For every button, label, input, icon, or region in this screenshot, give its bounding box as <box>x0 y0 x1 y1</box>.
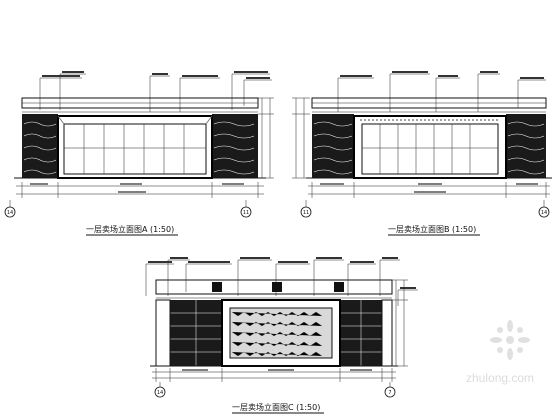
callout-text-c <box>148 257 416 289</box>
dimension-line-b <box>305 182 550 208</box>
axis-label: 14 <box>541 210 547 216</box>
view-title-a: 一层卖场立面图A (1:50) <box>86 224 174 234</box>
callout-leaders-c <box>145 259 418 306</box>
dimension-line-a <box>9 182 264 208</box>
axis-marker-left-b: 11 <box>300 206 312 218</box>
dimension-line-c <box>152 368 396 388</box>
axis-marker-right-a: 11 <box>240 206 252 218</box>
axis-label: 11 <box>243 210 249 216</box>
wall-panel-left-a <box>22 114 58 178</box>
elevation-a: 14 11 一层卖场立面图A (1:50) <box>4 71 274 236</box>
ceiling-band-c <box>155 279 393 295</box>
axis-label: 14 <box>7 210 13 216</box>
axis-label: 11 <box>303 210 309 216</box>
display-frame-a <box>57 115 213 179</box>
view-title-b: 一层卖场立面图B (1:50) <box>388 224 476 234</box>
axis-label: 14 <box>157 390 163 396</box>
wall-panel-left-b <box>312 114 354 178</box>
callout-leaders-b <box>337 73 546 112</box>
watermark-logo-icon <box>490 320 530 360</box>
elevation-c: 14 7 一层卖场立面图C (1:50) <box>145 257 418 414</box>
watermark-text: zhulong.com <box>466 371 534 385</box>
wall-panel-right-b <box>506 114 546 178</box>
elevation-b: 11 14 一层卖场立面图B (1:50) <box>292 71 552 236</box>
axis-label: 7 <box>388 390 391 396</box>
watermark: zhulong.com <box>466 320 534 385</box>
axis-marker-right-c: 7 <box>384 386 396 398</box>
view-title-c: 一层卖场立面图C (1:50) <box>232 402 320 412</box>
display-frame-b <box>353 115 507 179</box>
wall-panel-right-a <box>212 114 258 178</box>
axis-marker-right-b: 14 <box>538 206 550 218</box>
callout-text-a <box>42 71 270 79</box>
callout-leaders-a <box>39 73 272 112</box>
axis-marker-left-c: 14 <box>154 386 166 398</box>
callout-text-b <box>340 71 544 79</box>
axis-marker-left-a: 14 <box>4 206 16 218</box>
